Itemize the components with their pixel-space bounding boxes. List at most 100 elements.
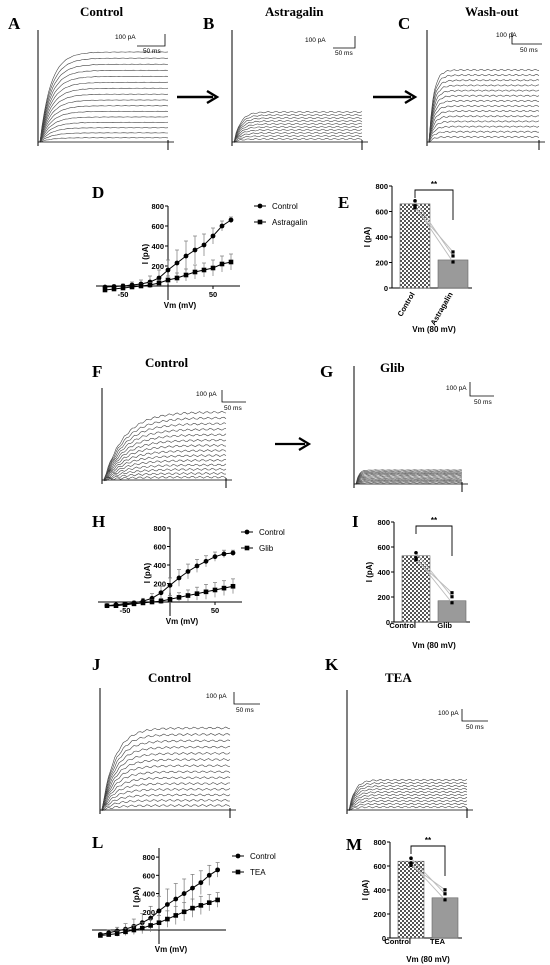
data-point [181, 891, 187, 896]
panel-label-i: I [352, 512, 359, 531]
current-trace [103, 467, 227, 482]
y-tick-label: 200 [153, 580, 166, 589]
y-axis-label: I (pA) [143, 562, 152, 583]
data-point [221, 585, 227, 591]
significance-bracket [415, 525, 453, 556]
current-trace [355, 479, 463, 485]
current-trace [39, 81, 169, 142]
current-trace [428, 104, 540, 142]
legend-label: Glib [259, 544, 274, 553]
trace-plot-washout [426, 30, 545, 150]
pair-line [415, 552, 453, 598]
scale-bar-time-label: 50 ms [520, 47, 538, 54]
current-trace [39, 75, 169, 142]
data-point [122, 602, 128, 608]
current-trace [428, 68, 540, 143]
significance-marker: ** [431, 516, 438, 525]
y-tick-label: 400 [373, 886, 386, 895]
scale-bar-current-label: 100 pA [206, 693, 227, 700]
scale-bar-j: 100 pA 50 ms [206, 692, 260, 714]
data-point [219, 223, 225, 229]
current-trace [39, 87, 169, 143]
current-trace [348, 790, 468, 810]
data-point [198, 880, 204, 886]
y-tick-label: 0 [384, 284, 388, 293]
data-point [173, 913, 179, 918]
scale-bar-time-label: 50 ms [474, 399, 492, 406]
data-point [165, 267, 171, 273]
data-point [212, 587, 218, 593]
data-point [194, 563, 200, 569]
data-point [451, 250, 455, 254]
legend-label: Astragalin [272, 218, 308, 227]
category-label: Astragalin [429, 290, 455, 327]
y-tick-label: 400 [142, 890, 155, 899]
data-point [192, 269, 198, 275]
current-trace [103, 449, 227, 480]
data-point [413, 199, 417, 203]
data-point [414, 557, 418, 562]
current-trace [103, 427, 227, 480]
data-point [443, 892, 447, 896]
x-axis-label: Vm (80 mV) [412, 641, 456, 650]
data-point [156, 275, 162, 281]
data-point [123, 929, 128, 935]
legend-marker [257, 219, 263, 225]
current-trace [428, 125, 540, 143]
data-point [450, 591, 454, 595]
scale-bar-current-label: 100 pA [438, 710, 459, 717]
category-label: Control [384, 937, 411, 946]
current-trace [428, 130, 539, 143]
data-point [185, 593, 191, 598]
current-trace [103, 472, 226, 482]
current-trace [355, 469, 463, 484]
data-point [215, 867, 221, 873]
data-point [156, 908, 162, 914]
scale-bar-current-label: 100 pA [305, 37, 326, 44]
data-point [165, 916, 170, 922]
significance-bracket [410, 845, 446, 876]
data-point [104, 603, 110, 608]
y-tick-label: 600 [153, 543, 166, 552]
data-point [149, 599, 155, 605]
current-trace [348, 784, 468, 811]
data-point [221, 551, 227, 557]
legend-label: Control [250, 852, 276, 861]
legend-marker [235, 869, 241, 875]
scale-bar-g: 100 pA 50 ms [446, 382, 494, 406]
current-trace [428, 120, 540, 143]
current-trace [233, 126, 362, 142]
y-tick-label: 800 [375, 182, 388, 191]
y-axis-label: I (pA) [141, 243, 150, 264]
panel-label-h: H [92, 512, 106, 531]
current-trace [348, 781, 468, 811]
data-point [167, 582, 173, 588]
bar [431, 897, 459, 939]
significance-marker: ** [425, 836, 432, 845]
trace-plot-control-a [37, 30, 174, 150]
category-label: TEA [430, 937, 446, 946]
current-trace [355, 470, 463, 484]
y-tick-label: 0 [382, 934, 386, 943]
current-trace [39, 57, 169, 143]
data-point [129, 284, 135, 290]
scale-bar-time-label: 50 ms [143, 48, 161, 55]
data-point [148, 923, 153, 928]
panel-label-b: B [203, 14, 215, 33]
current-trace [103, 416, 227, 480]
bar [401, 555, 431, 623]
panel-label-l: L [92, 833, 104, 852]
panel-label-g: G [320, 362, 334, 381]
y-axis-label: I (pA) [132, 886, 141, 907]
y-tick-label: 400 [153, 561, 166, 570]
current-trace [428, 110, 540, 142]
data-point [443, 898, 447, 902]
pair-line [410, 864, 446, 891]
data-point [228, 217, 234, 223]
current-trace [233, 117, 363, 143]
data-point [206, 900, 212, 905]
current-trace [103, 433, 227, 481]
